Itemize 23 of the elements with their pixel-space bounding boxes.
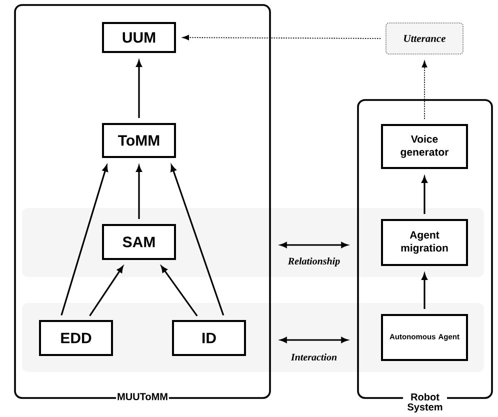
arrow (280, 337, 348, 343)
arrow (136, 165, 142, 219)
module-box: EDD (39, 320, 113, 356)
arrow (89, 266, 124, 316)
edge-label: Interaction (290, 353, 337, 361)
arrow (280, 242, 348, 248)
module-box: Voice generator (381, 124, 468, 169)
arrow (422, 60, 428, 120)
arrow (182, 34, 382, 40)
edge-label: Relationship (288, 257, 340, 267)
arrow (422, 273, 428, 309)
module-box: ID (172, 320, 246, 356)
arrow (170, 164, 224, 316)
arrow (136, 60, 142, 118)
arrow (60, 165, 108, 316)
arrow (422, 176, 428, 214)
module-box: ToMM (102, 123, 176, 158)
module-box: Agent migration (381, 219, 468, 266)
module-box: SAM (102, 224, 176, 260)
output-box: Utterance (386, 22, 464, 54)
module-box: UUM (102, 22, 176, 53)
node-label: System (407, 403, 442, 413)
arrow (160, 266, 198, 316)
